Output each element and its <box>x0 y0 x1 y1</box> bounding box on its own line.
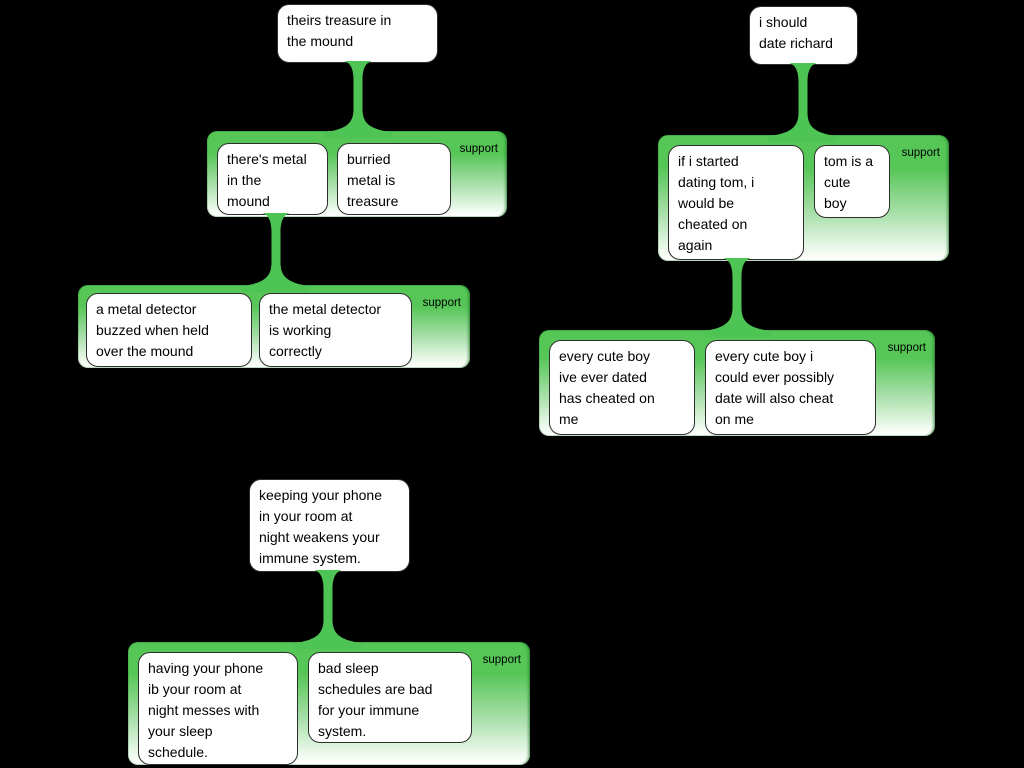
premise-box[interactable]: burried metal is treasure <box>337 143 451 215</box>
claim-box-root-3[interactable]: keeping your phone in your room at night… <box>249 479 410 572</box>
support-block-label: support <box>482 654 521 666</box>
support-connector <box>242 213 310 292</box>
premise-box[interactable]: the metal detector is working correctly <box>259 293 412 367</box>
premise-box[interactable]: tom is a cute boy <box>814 145 890 218</box>
premise-box[interactable]: every cute boy ive ever dated has cheate… <box>549 340 695 435</box>
premise-box[interactable]: every cute boy i could ever possibly dat… <box>705 340 876 435</box>
support-block-label: support <box>459 143 498 155</box>
premise-box[interactable]: a metal detector buzzed when held over t… <box>86 293 252 367</box>
claim-box-root-1[interactable]: theirs treasure in the mound <box>277 4 438 63</box>
support-connector <box>703 258 771 337</box>
premise-box[interactable]: bad sleep schedules are bad for your imm… <box>308 652 472 743</box>
claim-box-root-2[interactable]: i should date richard <box>749 6 858 65</box>
premise-box[interactable]: there's metal in the mound <box>217 143 328 215</box>
support-block-label: support <box>887 342 926 354</box>
support-connector <box>294 570 362 649</box>
support-block-label: support <box>901 147 940 159</box>
support-connector <box>769 63 837 142</box>
support-block-label: support <box>422 297 461 309</box>
support-connector <box>324 61 392 138</box>
premise-box[interactable]: if i started dating tom, i would be chea… <box>668 145 804 260</box>
premise-box[interactable]: having your phone ib your room at night … <box>138 652 298 765</box>
